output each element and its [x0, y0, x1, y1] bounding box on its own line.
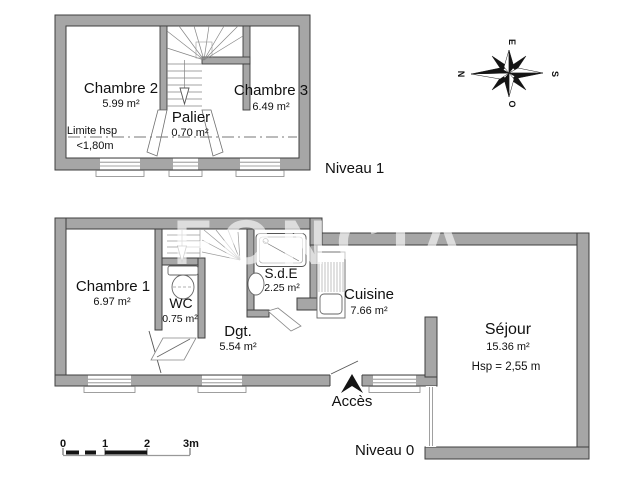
watermark-text: FONCIA: [173, 208, 474, 278]
room-label-dgt: Dgt.: [224, 323, 252, 340]
room-area-sde: 2.25 m²: [264, 282, 300, 294]
room-label-sde: S.d.E: [264, 266, 297, 281]
compass-rose: N E S O: [456, 39, 560, 108]
level0-windows: [83, 360, 437, 447]
stove-hatch: [318, 262, 344, 292]
level0-labels: Chambre 1 6.97 m² WC 0.75 m² S.d.E 2.25 …: [76, 266, 540, 459]
acces-label: Accès: [332, 393, 373, 410]
limite-hsp-note-2: <1,80m: [77, 140, 114, 152]
room-area-dgt: 5.54 m²: [219, 341, 257, 353]
scale-tick-3m: 3m: [183, 438, 199, 450]
compass-north-label: N: [456, 71, 466, 78]
sejour-left-window: [425, 386, 437, 447]
sde-door-opening: [267, 307, 302, 332]
level0-plan: [54, 217, 590, 460]
room-label-chambre1: Chambre 1: [76, 278, 150, 295]
room-label-cuisine: Cuisine: [344, 286, 394, 303]
stair-down-arrow-icon: [179, 87, 190, 106]
room-area-chambre1: 6.97 m²: [93, 296, 131, 308]
kitchen-counter: [316, 251, 346, 319]
room-area-chambre3: 6.49 m²: [252, 101, 290, 113]
level0-doors: [148, 307, 302, 374]
stair-down-arrow-icon: [176, 245, 188, 264]
room-area-cuisine: 7.66 m²: [350, 305, 388, 317]
level1-interior-walls: [159, 25, 251, 111]
stairs-level0: [167, 229, 241, 264]
room-area-chambre2: 5.99 m²: [102, 98, 140, 110]
room-label-sejour: Séjour: [485, 321, 532, 338]
room-area-sejour: 15.36 m²: [486, 341, 530, 353]
toilet-icon: [167, 265, 199, 300]
kitchen-sink-icon: [319, 293, 343, 315]
palier-door-openings: [146, 109, 224, 157]
scale-tick-1: 1: [102, 438, 108, 450]
stairs-level1: [166, 25, 244, 107]
shower-icon: [255, 233, 307, 267]
level1-title: Niveau 1: [325, 160, 384, 177]
entry-arrow-icon: [341, 374, 363, 393]
level1-outer-walls: [54, 14, 311, 171]
scale-tick-0: 0: [60, 438, 66, 450]
room-label-chambre2: Chambre 2: [84, 80, 158, 97]
room-area-wc: 0.75 m²: [162, 313, 198, 325]
sejour-hsp-note: Hsp = 2,55 m: [472, 361, 541, 373]
level1-labels: Chambre 2 5.99 m² Chambre 3 6.49 m² Pali…: [67, 80, 384, 177]
level0-title: Niveau 0: [355, 442, 414, 459]
level1-windows: [95, 158, 285, 177]
scale-bar: 0 1 2 3m: [60, 438, 199, 457]
room-label-palier: Palier: [172, 109, 210, 126]
compass-east-label: E: [507, 39, 517, 45]
entry-door-leaf: [330, 360, 359, 375]
room-label-chambre3: Chambre 3: [234, 82, 308, 99]
level0-walls: [54, 217, 590, 460]
room-label-wc: WC: [169, 295, 192, 311]
scale-tick-2: 2: [144, 438, 150, 450]
compass-south-label: S: [550, 71, 560, 77]
sink-icon: [247, 272, 265, 296]
wc-door-leaf: [156, 338, 191, 358]
room-area-palier: 0.70 m²: [171, 127, 209, 139]
limite-hsp-note-1: Limite hsp: [67, 125, 117, 137]
level1-plan: [54, 14, 311, 177]
compass-west-label: O: [507, 100, 517, 107]
